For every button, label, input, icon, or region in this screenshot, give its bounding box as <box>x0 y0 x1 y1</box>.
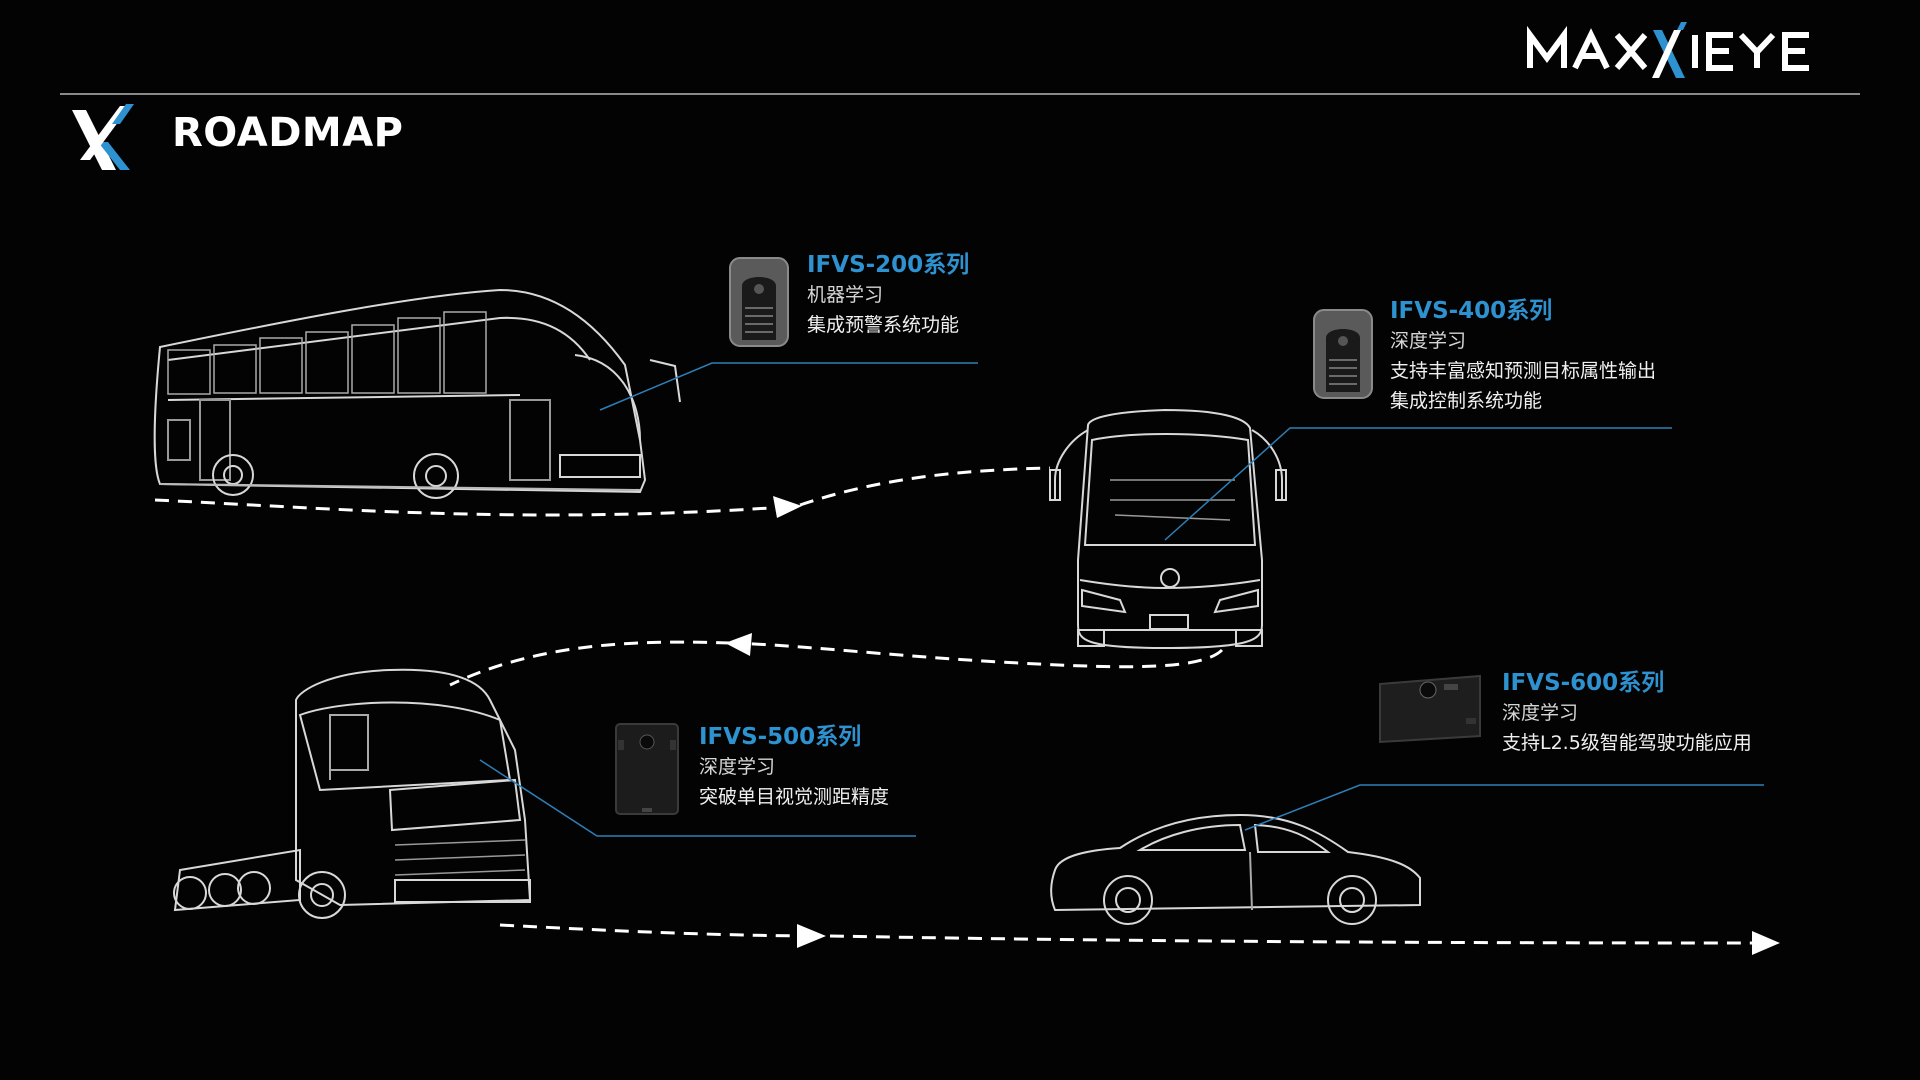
product-ifvs-400: IFVS-400系列 深度学习 支持丰富感知预测目标属性输出 集成控制系统功能 <box>1390 296 1656 416</box>
product-feature: 支持L2.5级智能驾驶功能应用 <box>1502 732 1752 754</box>
product-feature: 支持丰富感知预测目标属性输出 <box>1390 360 1657 382</box>
windshield-camera-icon <box>1313 309 1373 399</box>
path-arrow <box>1752 931 1780 955</box>
page-title: ROADMAP <box>172 110 404 156</box>
semi-truck-illustration <box>173 668 532 919</box>
sedan-illustration <box>1050 813 1421 925</box>
product-ifvs-500: IFVS-500系列 深度学习 突破单目视觉测距精度 <box>699 722 889 812</box>
camera-module-icon <box>615 723 679 815</box>
coach-bus-illustration <box>153 288 681 499</box>
path-arrow <box>773 496 802 518</box>
windshield-camera-icon <box>729 257 789 347</box>
product-ifvs-600: IFVS-600系列 深度学习 支持L2.5级智能驾驶功能应用 <box>1502 668 1752 758</box>
product-tech: 深度学习 <box>699 756 776 778</box>
camera-box-icon <box>1379 674 1481 744</box>
product-feature: 集成预警系统功能 <box>807 314 960 336</box>
product-name: IFVS-400系列 <box>1390 298 1553 324</box>
product-tech: 深度学习 <box>1390 330 1467 352</box>
product-tech: 机器学习 <box>807 284 884 306</box>
header-divider <box>60 93 1860 95</box>
roadmap-path <box>154 466 1771 945</box>
callout-line <box>479 362 1764 837</box>
city-bus-illustration <box>1049 408 1287 650</box>
maxieye-logo <box>1527 22 1809 78</box>
product-ifvs-200: IFVS-200系列 机器学习 集成预警系统功能 <box>807 250 969 340</box>
path-arrow <box>725 633 752 656</box>
path-arrow <box>797 924 826 948</box>
product-tech: 深度学习 <box>1502 702 1579 724</box>
product-name: IFVS-600系列 <box>1502 670 1665 696</box>
product-name: IFVS-500系列 <box>699 724 862 750</box>
product-name: IFVS-200系列 <box>807 252 970 278</box>
product-feature: 突破单目视觉测距精度 <box>699 786 890 808</box>
x-logo-icon <box>72 104 134 170</box>
product-feature: 集成控制系统功能 <box>1390 390 1543 412</box>
